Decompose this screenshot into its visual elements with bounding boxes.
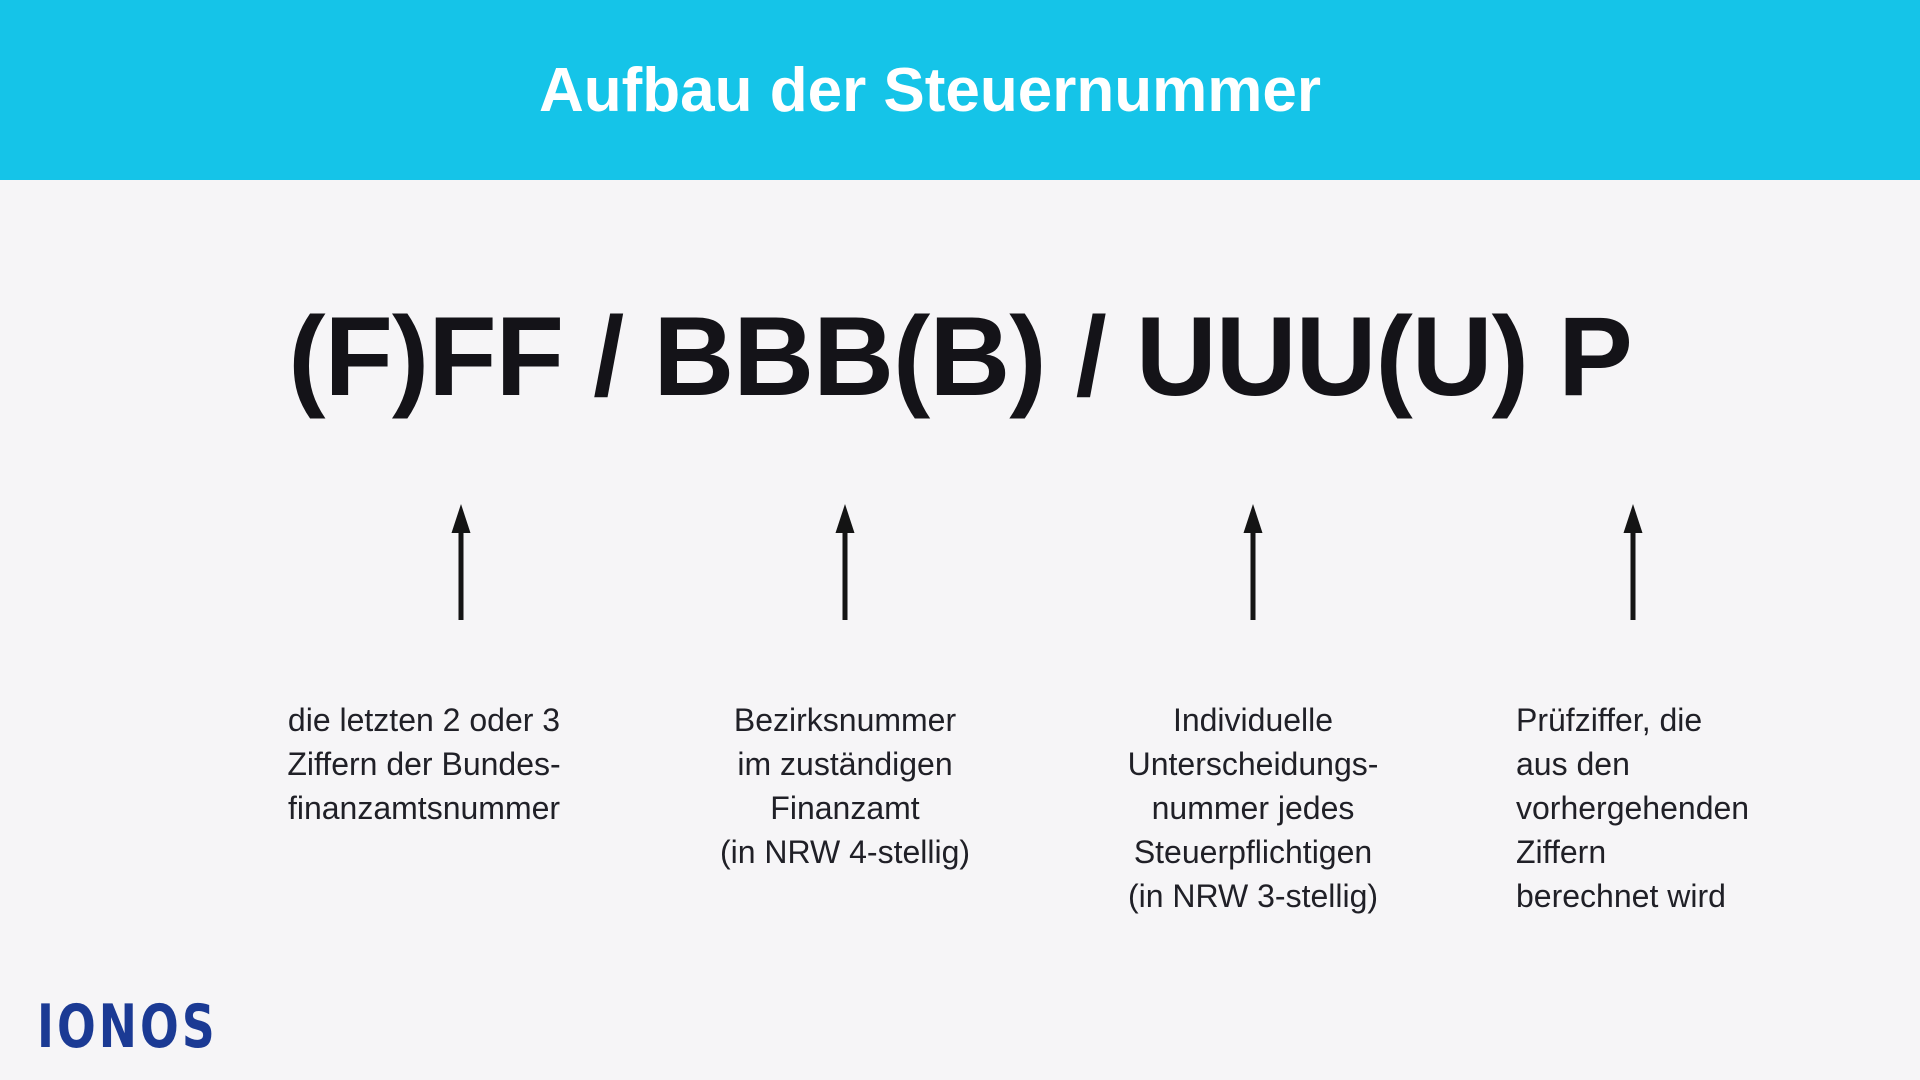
up-arrow-icon	[448, 503, 474, 621]
annotation-pruefziffer: Prüfziffer, die aus den vorhergehenden Z…	[1516, 702, 1750, 914]
up-arrow-icon	[1240, 503, 1266, 621]
header-banner: Aufbau der Steuernummer	[0, 0, 1920, 180]
page-title: Aufbau der Steuernummer	[538, 55, 1322, 125]
up-arrow-icon	[1620, 503, 1646, 621]
annotation-unterscheidungsnummer: Individuelle Unterscheidungs- nummer jed…	[1127, 702, 1379, 914]
annotation-bezirksnummer: Bezirksnummer im zuständigen Finanzamt (…	[719, 702, 971, 870]
ionos-logo: IONOS	[37, 992, 218, 1062]
up-arrow-icon	[832, 503, 858, 621]
annotation-bundesfinanzamtsnummer: die letzten 2 oder 3 Ziffern der Bundes-…	[287, 702, 561, 826]
tax-number-formula: (F)FF / BBB(B) / UUU(U) P	[288, 294, 1633, 419]
